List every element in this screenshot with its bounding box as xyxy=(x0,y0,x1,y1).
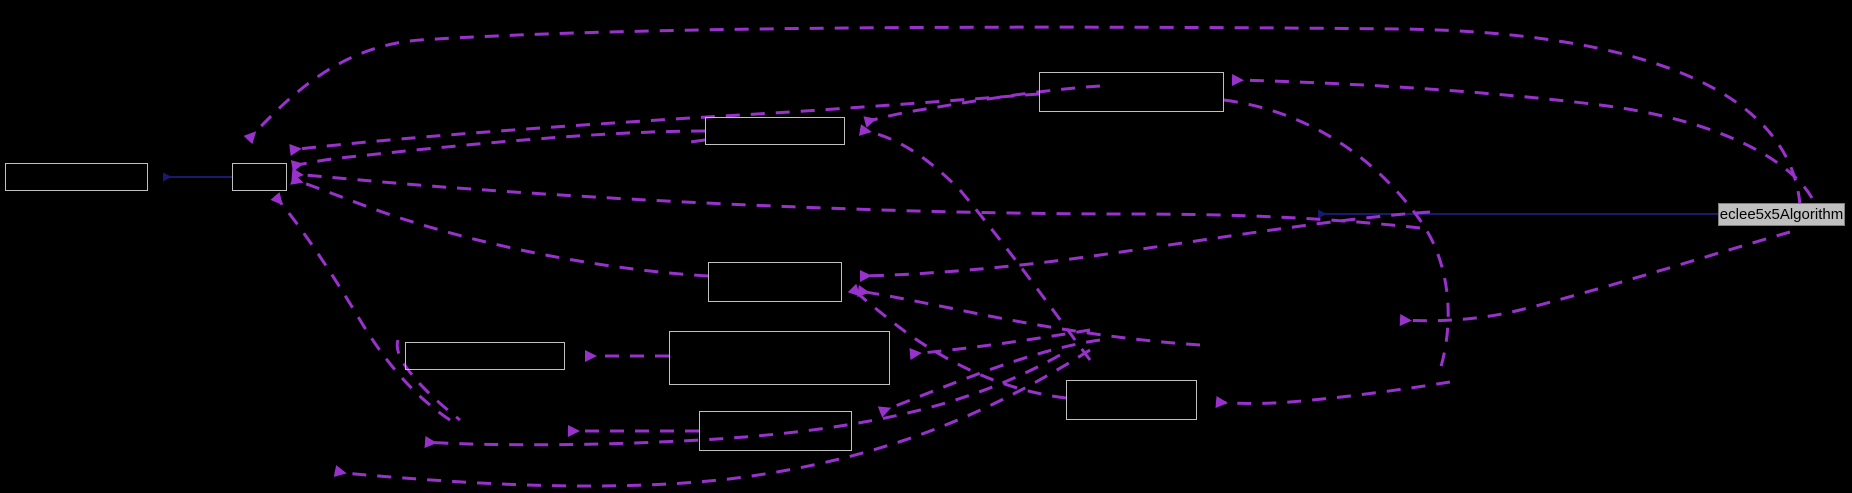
graph-node-eclee5x5algorithm[interactable]: eclee5x5Algorithm xyxy=(1718,203,1845,226)
edge-dashed-n2-n1 xyxy=(290,129,706,172)
edge-dashed-into-n4-lower xyxy=(857,285,1201,347)
graph-node-n7[interactable] xyxy=(699,411,852,451)
edge-dashed-into-n8 xyxy=(1215,380,1451,408)
edge-dashed-root-down xyxy=(1399,230,1791,326)
edge-dashed-n3-n1 xyxy=(289,92,1040,156)
graph-node-n0[interactable] xyxy=(5,163,148,191)
edge-dashed-n8-n2 xyxy=(859,124,1092,361)
edge-dashed-n2-stub xyxy=(682,138,706,145)
graph-node-n3[interactable] xyxy=(1039,72,1224,112)
edge-dashed-mid-n1 xyxy=(291,168,1421,230)
edge-dashed-into-n4-upper xyxy=(859,210,1431,282)
edge-dashed-into-n6 xyxy=(909,328,1091,360)
edge-dashed-n8-n4 xyxy=(847,283,1067,400)
graph-node-n6[interactable] xyxy=(669,331,890,385)
edge-dashed-n4-n1 xyxy=(290,173,709,278)
graph-node-n1[interactable] xyxy=(232,163,287,191)
edge-dashed-n3-right xyxy=(1223,98,1450,371)
edge-dashed-lower-hook-n1 xyxy=(270,192,451,422)
edge-dashed-root-n3 xyxy=(1231,74,1814,199)
graph-node-n8[interactable] xyxy=(1066,380,1197,420)
edge-dashed-bottom-long-1 xyxy=(333,348,1091,488)
edge-dashed-into-n2-upper xyxy=(863,84,1101,128)
graph-node-n2[interactable] xyxy=(705,117,845,145)
edge-dashed-top-arc xyxy=(243,25,1802,206)
edge-dashed-bottom-long-2 xyxy=(424,353,1061,448)
graph-node-n5[interactable] xyxy=(405,342,565,370)
graph-node-eclee5x5algorithm-label: eclee5x5Algorithm xyxy=(1719,206,1844,223)
edge-dashed-n5-descend xyxy=(395,339,461,422)
graph-node-n4[interactable] xyxy=(708,262,842,302)
edge-dashed-into-n7 xyxy=(877,338,1101,418)
